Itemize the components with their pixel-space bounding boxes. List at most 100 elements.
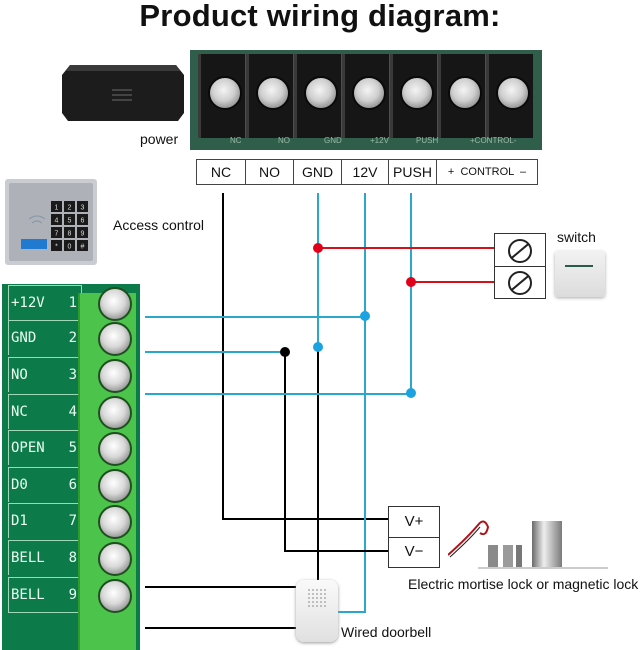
terminal-number: 6	[68, 477, 77, 493]
terminal-row-9: BELL 9	[8, 577, 82, 613]
magnetic-lock-image	[448, 520, 608, 569]
lock-label: Electric mortise lock or magnetic lock	[408, 576, 639, 592]
keypad-key	[64, 240, 75, 251]
terminal-name: D0	[11, 477, 28, 493]
wire-nc-to-lock-vplus	[222, 193, 388, 520]
controller-silkscreen-label: GND	[324, 136, 342, 145]
keypad-key-label: 3	[81, 205, 85, 212]
screw-icon	[400, 76, 434, 110]
controller-silkscreen-label: NO	[278, 136, 290, 145]
keypad-key	[77, 214, 88, 225]
terminal-number: 7	[68, 513, 77, 529]
terminal-number: 4	[68, 404, 77, 420]
terminal-name: BELL	[11, 587, 45, 603]
keypad-key-label: *	[55, 244, 58, 251]
keypad-key	[77, 201, 88, 212]
terminal-name: +12V	[11, 295, 45, 311]
junction-dot-black	[280, 347, 290, 357]
keypad-key	[51, 240, 62, 251]
terminal-number: 3	[68, 367, 77, 383]
controller-label-no: NO	[246, 160, 294, 184]
terminal-name: OPEN	[11, 440, 45, 456]
keypad-key	[64, 214, 75, 225]
terminal-name: NC	[11, 404, 28, 420]
keypad-key-label: 6	[81, 218, 85, 225]
screw-icon	[448, 76, 482, 110]
keypad-key-label: 9	[81, 231, 85, 238]
controller-label-12v: 12V	[342, 160, 389, 184]
terminal-screw-icon	[98, 287, 132, 321]
terminal-screw-icon	[98, 542, 132, 576]
doorbell-image	[296, 580, 338, 642]
controller-terminal-cell	[438, 54, 485, 138]
keypad-key-label: 0	[68, 244, 72, 251]
wire-12v-vertical	[338, 193, 366, 613]
keypad-key-label: #	[81, 244, 85, 251]
terminal-name: D1	[11, 513, 28, 529]
screw-icon	[508, 271, 532, 295]
terminal-name: BELL	[11, 550, 45, 566]
doorbell-label: Wired doorbell	[341, 624, 432, 640]
keypad-key-label: 7	[55, 231, 59, 238]
keypad-key	[51, 201, 62, 212]
switch-terminal-block	[494, 233, 546, 299]
switch-terminal-2	[495, 266, 545, 298]
terminal-screw-icon	[98, 322, 132, 356]
junction-dot-cyan	[360, 311, 370, 321]
controller-label-control: + CONTROL –	[447, 166, 527, 178]
keypad-key	[77, 227, 88, 238]
diagram-title: Product wiring diagram:	[139, 0, 501, 33]
power-supply-image	[62, 65, 184, 121]
screw-icon	[352, 76, 386, 110]
lock-terminal-v-plus: V+	[389, 507, 439, 538]
keypad-key	[64, 201, 75, 212]
exit-switch-image	[555, 251, 605, 297]
junction-dot-red	[313, 243, 323, 253]
screw-icon	[208, 76, 242, 110]
keypad-key-label: 2	[68, 205, 72, 212]
junction-dot-cyan	[406, 388, 416, 398]
controller-terminal-cell	[246, 54, 293, 138]
access-control-label: Access control	[113, 217, 205, 233]
terminal-screw-icon	[98, 432, 132, 466]
controller-label-gnd: GND	[294, 160, 342, 184]
terminal-number: 9	[68, 587, 77, 603]
keypad-key	[51, 227, 62, 238]
controller-terminal-labels: NC NO GND 12V PUSH + CONTROL –	[196, 159, 538, 185]
junction-dot-red	[406, 277, 416, 287]
controller-silkscreen-label: +CONTROL-	[470, 136, 517, 145]
controller-silkscreen-label: NC	[230, 136, 242, 145]
controller-terminal-cell	[198, 54, 245, 138]
terminal-name: NO	[11, 367, 28, 383]
keypad-key-label: 1	[55, 205, 59, 212]
lock-terminal-v-minus: V−	[404, 543, 424, 560]
terminal-number: 5	[68, 440, 77, 456]
keypad-key-label: 5	[68, 218, 72, 225]
controller-terminal-cell	[294, 54, 341, 138]
terminal-number: 1	[68, 295, 77, 311]
switch-label: switch	[557, 229, 596, 245]
screw-icon	[508, 239, 532, 263]
terminal-screw-icon	[98, 505, 132, 539]
screw-icon	[496, 76, 530, 110]
terminal-screw-icon	[98, 579, 132, 613]
keypad-key	[51, 214, 62, 225]
controller-label-push: PUSH	[389, 160, 437, 184]
terminal-number: 2	[68, 330, 77, 346]
controller-label-nc: NC	[197, 160, 246, 184]
access-control-terminal-block	[78, 287, 136, 650]
wire-gnd-to-lock-vminus	[284, 352, 388, 552]
speaker-grille-icon	[308, 589, 326, 607]
screw-icon	[256, 76, 290, 110]
terminal-screw-icon	[98, 469, 132, 503]
keypad-key	[64, 227, 75, 238]
terminal-name: GND	[11, 330, 37, 346]
lock-terminal-block: V+ V−	[388, 506, 440, 568]
keypad-key-label: 8	[68, 231, 72, 238]
keypad-key	[77, 240, 88, 251]
switch-terminal-1	[495, 234, 545, 267]
screw-icon	[304, 76, 338, 110]
